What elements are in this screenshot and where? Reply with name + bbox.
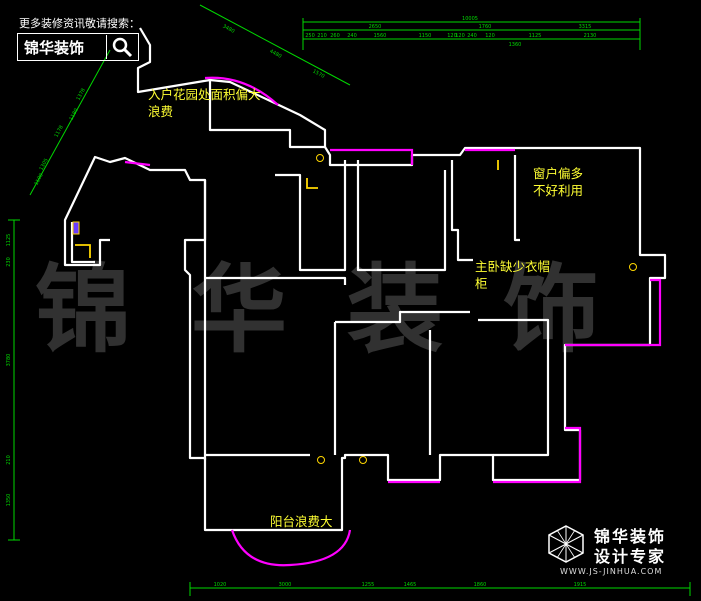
dim-label-diagonal: 1378 (75, 88, 86, 102)
dim-label-bottom: 1020 (214, 582, 227, 588)
logo-text: 锦华装饰 (24, 38, 85, 57)
dim-label-top-row2: 1560 (374, 33, 387, 39)
window-garden-arc (204, 76, 279, 106)
column-mark-1 (317, 456, 325, 464)
dim-label-top-row2: 120 (447, 33, 457, 39)
dim-label-diagonal: 1178 (53, 125, 64, 139)
column-mark-3 (629, 263, 637, 271)
logo-search-box[interactable]: 锦华装饰 (17, 33, 139, 61)
dim-label-diagonal: 3480 (221, 23, 235, 34)
dim-label-top-row2: 260 (330, 33, 340, 39)
dim-label-left: 3780 (6, 354, 12, 367)
windows (124, 76, 662, 567)
dim-label-diagonal: 1180 (68, 108, 79, 122)
brand-name: 锦华装饰 (594, 527, 667, 546)
dim-label-bottom: 1255 (362, 582, 375, 588)
annotation-wardrobe-line2: 柜 (475, 276, 488, 291)
annotation-window-line1: 窗户偏多 (533, 166, 584, 181)
dim-label-left: 1350 (6, 494, 12, 507)
dim-label-top-row1: 1760 (479, 24, 492, 30)
dimension-lines (8, 4, 691, 596)
dim-label-top-row1: 2650 (369, 24, 382, 30)
search-button[interactable] (106, 35, 137, 59)
column-mark-2 (359, 456, 367, 464)
dim-label-top-row2: 1150 (419, 33, 432, 39)
annotation-balcony: 阳台浪费大 (270, 514, 333, 529)
dim-label-top-row2: 120 (455, 33, 465, 39)
dim-label-bottom: 3000 (279, 582, 292, 588)
dim-label-diagonal: 1570 (311, 68, 325, 79)
annotation-window: 窗户偏多 不好利用 (533, 165, 583, 199)
dim-label-top-row2: 1125 (529, 33, 542, 39)
dim-label-top-row2: 120 (485, 33, 495, 39)
annotation-wardrobe-line1: 主卧缺少衣帽 (475, 259, 551, 274)
dim-label-top-row2: 240 (347, 33, 357, 39)
dim-label-diagonal: 1100 (33, 173, 44, 187)
window-bay-right (565, 278, 662, 347)
inner-wall-l (70, 222, 95, 264)
brand-cube-icon (548, 525, 584, 563)
dim-label-top-row2: 250 (305, 33, 315, 39)
dim-label-top-row1: 3315 (579, 24, 592, 30)
inner-wall-f (205, 276, 347, 285)
inner-wall-i (478, 318, 550, 457)
inner-wall-m (209, 78, 327, 147)
dim-label-top-row2: 2130 (584, 33, 597, 39)
dim-label-left: 230 (6, 257, 12, 267)
annotation-garden-line2: 浪费 (148, 104, 174, 119)
window-balcony-arc (230, 529, 352, 567)
dim-label-left: 210 (6, 455, 12, 465)
search-icon (112, 37, 133, 58)
fixture-box (72, 221, 80, 235)
dim-label-diagonal: 1305 (38, 158, 49, 172)
inner-wall-c (356, 160, 447, 272)
inner-wall-d (450, 160, 473, 262)
annotation-garden: 入户花园处面积偏大 浪费 (148, 86, 261, 120)
annotation-garden-line1: 入户花园处面积偏大 (148, 87, 261, 102)
annotation-wardrobe: 主卧缺少衣帽 柜 (475, 258, 550, 292)
search-hint: 更多装修资讯敬请搜索： (19, 17, 140, 30)
fixtures (72, 154, 637, 464)
dim-label-top-mid: 1360 (509, 42, 522, 48)
dim-label-top-row2: 210 (317, 33, 327, 39)
dim-label-top-total: 10005 (462, 16, 478, 22)
window-bay-bottom (493, 426, 582, 484)
door-mark-1 (306, 178, 318, 189)
dim-label-top-row2: 240 (467, 33, 477, 39)
door-mark-3 (75, 244, 91, 258)
window-room-1 (330, 148, 414, 165)
inner-wall-h (335, 310, 470, 324)
dim-label-diagonal: 4480 (268, 48, 282, 59)
walls (63, 27, 667, 532)
dim-diagonal-left (29, 49, 111, 196)
brand-url: WWW.JS-JINHUA.COM (560, 567, 663, 576)
brand-subtitle: 设计专家 (594, 547, 667, 566)
annotation-window-line2: 不好利用 (533, 183, 584, 198)
column-mark-4 (316, 154, 324, 162)
dim-diagonal-top (199, 4, 351, 86)
dim-label-bottom: 1860 (474, 582, 487, 588)
dim-label-left: 1125 (6, 234, 12, 247)
inner-wall-e (513, 155, 520, 242)
dim-label-bottom: 1465 (404, 582, 417, 588)
window-side (124, 160, 151, 167)
inner-wall-b (275, 160, 347, 272)
dim-label-bottom: 1915 (574, 582, 587, 588)
